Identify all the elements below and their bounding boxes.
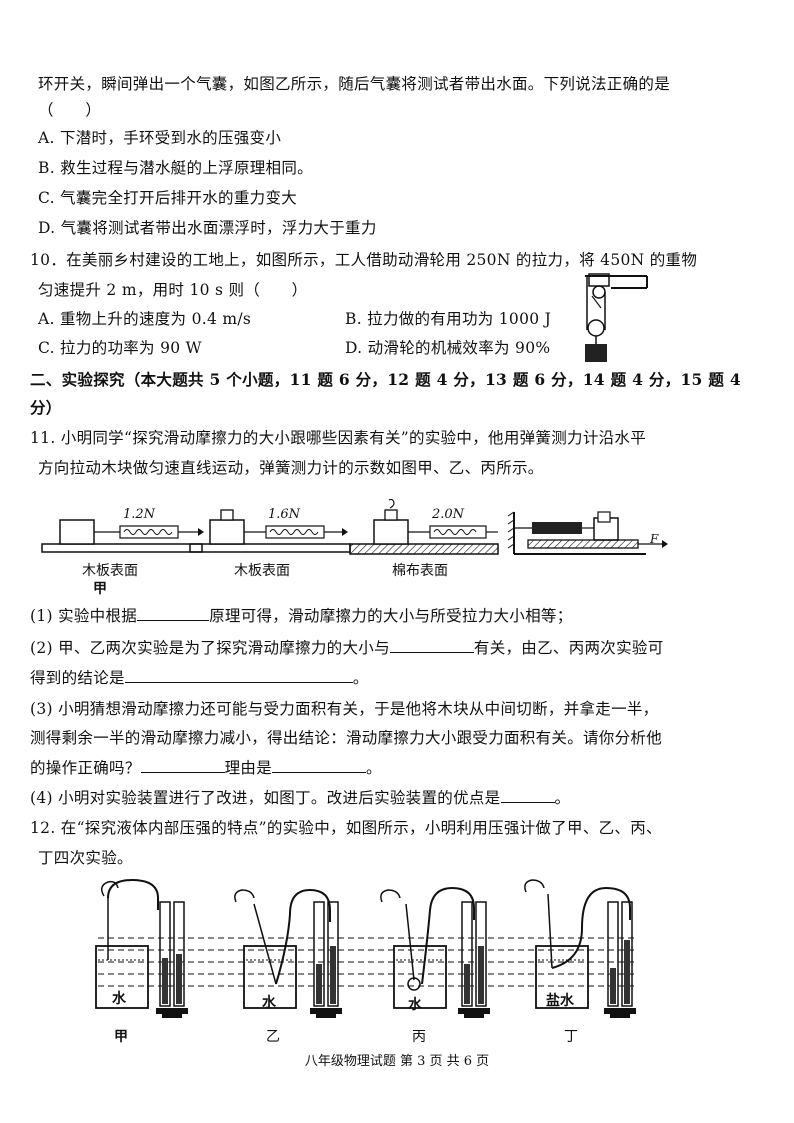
q10-option-b: B. 拉力做的有用功为 1000 J <box>345 310 552 328</box>
q11-blank-1[interactable] <box>137 606 210 621</box>
q11-part2-c: 得到的结论是 <box>30 669 125 687</box>
q11-part1-a: (1) 实验中根据 <box>30 607 138 625</box>
q9-option-a: A. 下潜时，手环受到水的压强变小 <box>38 129 282 147</box>
liquid-label-bing: 水 <box>408 997 422 1013</box>
q9-paren: （ ） <box>38 101 102 119</box>
fig-bing-surface: 棉布表面 <box>392 563 448 579</box>
setup-bing <box>380 886 490 1018</box>
section2-heading-cont: 分） <box>30 398 62 417</box>
q10-line2: 匀速提升 2 m，用时 10 s 则（ ） <box>38 281 308 299</box>
q11-part3-d: 理由是 <box>224 759 273 777</box>
liquid-label-jia: 水 <box>112 991 126 1007</box>
q11-blank-3[interactable] <box>124 668 353 683</box>
fig-yi-surface: 木板表面 <box>234 563 290 579</box>
q11-part2-cont: 得到的结论是 。 <box>30 668 369 688</box>
fig-bing-force: 2.0N <box>432 507 465 522</box>
q10-line1: 10．在美丽乡村建设的工地上，如图所示，工人借助动滑轮用 250N 的拉力，将 … <box>30 251 698 269</box>
q10-option-c: C. 拉力的功率为 90 W <box>38 339 202 357</box>
figure-yi <box>189 509 351 553</box>
q11-part1-b: 原理可得，滑动摩擦力的大小与所受拉力大小相等； <box>209 607 573 625</box>
q11-part3-line2: 测得剩余一半的滑动摩擦力减小，得出结论：滑动摩擦力大小跟受力面积有关。请你分析他 <box>30 729 663 747</box>
q10-option-a: A. 重物上升的速度为 0.4 m/s <box>38 310 252 328</box>
q11-part1: (1) 实验中根据 原理可得，滑动摩擦力的大小与所受拉力大小相等； <box>30 606 573 626</box>
q11-blank-4[interactable] <box>140 758 225 773</box>
q9-option-b: B. 救生过程与潜水艇的上浮原理相同。 <box>38 159 313 177</box>
q9-option-d: D. 气囊将测试者带出水面漂浮时，浮力大于重力 <box>38 219 377 237</box>
liquid-label-ding: 盐水 <box>546 993 574 1009</box>
setup-label-jia: 甲 <box>114 1029 128 1045</box>
q11-part2-b: 有关，由乙、丙两次实验可 <box>473 639 664 657</box>
figure-bing <box>349 498 499 555</box>
q12-line1: 12. 在“探究液体内部压强的特点”的实验中，如图所示，小明利用压强计做了甲、乙… <box>30 819 662 837</box>
fig-jia-surface: 木板表面 <box>82 563 138 579</box>
fig-jia-label: 甲 <box>93 581 107 597</box>
page-footer: 八年级物理试题 第 3 页 共 6 页 <box>304 1054 490 1069</box>
fig-jia-force: 1.2N <box>123 507 156 522</box>
setup-jia <box>95 878 188 1018</box>
q11-part3-e: 。 <box>366 759 382 777</box>
q11-line2: 方向拉动木块做匀速直线运动，弹簧测力计的示数如图甲、乙、丙所示。 <box>38 459 544 477</box>
q12-line2: 丁四次实验。 <box>38 849 133 867</box>
q11-part2-a: (2) 甲、乙两次实验是为了探究滑动摩擦力的大小与 <box>30 639 390 657</box>
q11-blank-6[interactable] <box>500 788 555 803</box>
q9-stem: 环开关，瞬间弹出一个气囊，如图乙所示，随后气囊将测试者带出水面。下列说法正确的是 <box>38 75 671 93</box>
q11-line1: 11. 小明同学“探究滑动摩擦力的大小跟哪些因素有关”的实验中，他用弹簧测力计沿… <box>30 429 647 447</box>
q9-option-c: C. 气囊完全打开后排开水的重力变大 <box>38 189 298 207</box>
q11-blank-5[interactable] <box>272 758 367 773</box>
fig-yi-force: 1.6N <box>268 507 301 522</box>
q11-part2: (2) 甲、乙两次实验是为了探究滑动摩擦力的大小与 有关，由乙、丙两次实验可 <box>30 638 664 658</box>
setup-label-bing: 丙 <box>412 1029 426 1045</box>
setup-ding <box>524 879 636 1018</box>
figure-ding <box>507 511 668 555</box>
pressure-gauge-figure <box>95 878 638 1018</box>
pulley-figure <box>585 273 648 362</box>
setup-yi <box>234 888 342 1018</box>
setup-label-ding: 丁 <box>564 1029 578 1045</box>
section2-heading: 二、实验探究（本大题共 5 个小题，11 题 6 分，12 题 4 分，13 题… <box>30 370 741 389</box>
fig-ding-force-arrow: F <box>650 532 659 546</box>
q10-option-d: D. 动滑轮的机械效率为 90% <box>345 339 551 357</box>
q11-part4: (4) 小明对实验装置进行了改进，如图丁。改进后实验装置的优点是 。 <box>30 788 570 808</box>
liquid-label-yi: 水 <box>262 995 276 1011</box>
q11-part4-b: 。 <box>554 789 571 807</box>
setup-label-yi: 乙 <box>266 1029 280 1045</box>
q11-part3-line3: 的操作正确吗？ 理由是 。 <box>30 758 382 778</box>
friction-figures <box>41 498 668 555</box>
figure-jia <box>41 519 204 553</box>
q11-blank-2[interactable] <box>389 638 474 653</box>
q11-part2-d: 。 <box>352 669 369 687</box>
q11-part4-a: (4) 小明对实验装置进行了改进，如图丁。改进后实验装置的优点是 <box>30 789 501 807</box>
q11-part3-line1: (3) 小明猜想滑动摩擦力还可能与受力面积有关，于是他将木块从中间切断，并拿走一… <box>30 700 659 718</box>
q11-part3-c: 的操作正确吗？ <box>30 759 141 777</box>
